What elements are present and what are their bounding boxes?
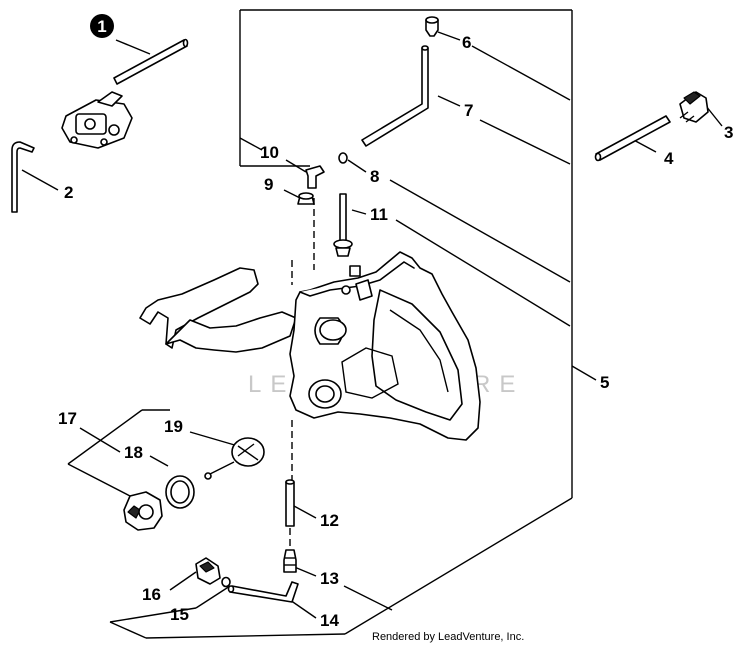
label-5: 5	[600, 373, 609, 392]
label-9: 9	[264, 175, 273, 194]
label-2: 2	[64, 183, 73, 202]
part-14-bent-hose	[227, 581, 299, 603]
part-13-fitting	[283, 549, 297, 573]
callout-1: 1	[90, 14, 114, 38]
label-13: 13	[320, 569, 339, 588]
label-1: 1	[97, 17, 106, 36]
label-11: 11	[370, 205, 388, 224]
part-10-elbow	[305, 165, 325, 189]
assembly-frame	[239, 9, 573, 635]
label-3: 3	[724, 123, 733, 142]
part-9-grommet	[297, 192, 315, 205]
label-10: 10	[260, 143, 279, 162]
part-18-o-ring	[165, 475, 195, 509]
part-11-stud	[333, 193, 353, 257]
label-14: 14	[320, 611, 339, 630]
part-1-tube	[113, 38, 189, 85]
label-19: 19	[164, 417, 183, 436]
part-6-grommet	[425, 16, 439, 37]
label-16: 16	[142, 585, 161, 604]
label-17: 17	[58, 409, 77, 428]
label-4: 4	[664, 149, 674, 168]
label-18: 18	[124, 443, 143, 462]
part-7-bent-hose	[361, 45, 429, 147]
part-3-fuel-filter	[679, 91, 709, 123]
label-7: 7	[464, 101, 473, 120]
carburetor-assembly	[61, 91, 133, 149]
part-8-ring	[338, 152, 348, 164]
credit-text: Rendered by LeadVenture, Inc.	[372, 631, 524, 643]
label-8: 8	[370, 167, 379, 186]
part-4-fuel-hose	[594, 115, 671, 162]
part-15-ring	[221, 576, 231, 588]
part-19-cap-strap	[204, 437, 265, 480]
label-12: 12	[320, 511, 339, 530]
part-2-bent-tube	[11, 141, 35, 213]
part-17-filler-cap	[123, 491, 163, 531]
label-15: 15	[170, 605, 189, 624]
part-5-handle-housing	[139, 251, 481, 441]
label-6: 6	[462, 33, 471, 52]
part-16-connector	[195, 557, 221, 585]
part-12-pin	[285, 479, 295, 527]
